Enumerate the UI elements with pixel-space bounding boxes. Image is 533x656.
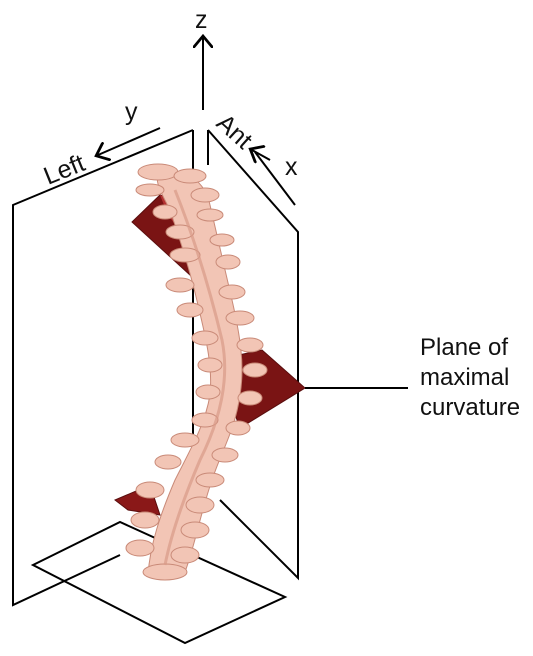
x-axis-label: x <box>285 153 298 181</box>
annotation-line-3: curvature <box>420 394 520 421</box>
z-axis-label: z <box>195 6 208 34</box>
y-axis-arrow <box>98 128 160 155</box>
left-direction-label: Left <box>40 149 89 191</box>
y-axis-label: y <box>125 98 138 126</box>
annotation-line-2: maximal <box>420 364 509 391</box>
annotation-line-1: Plane of <box>420 334 508 361</box>
anterior-direction-label: Ant <box>211 109 258 155</box>
